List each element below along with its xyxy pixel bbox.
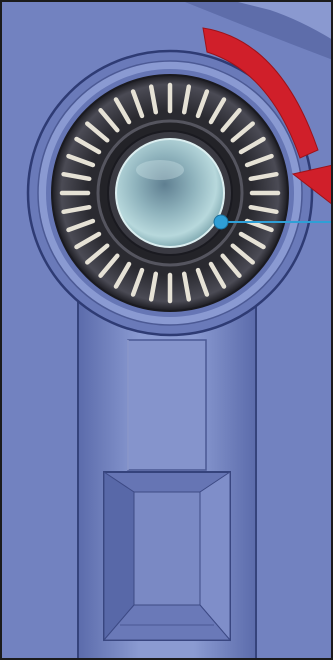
- neck-inner-panel: [128, 340, 206, 470]
- callout-dot: [214, 215, 228, 229]
- lens-glare: [136, 160, 184, 180]
- recessed-slot: [104, 472, 230, 640]
- center-lens: [116, 139, 224, 247]
